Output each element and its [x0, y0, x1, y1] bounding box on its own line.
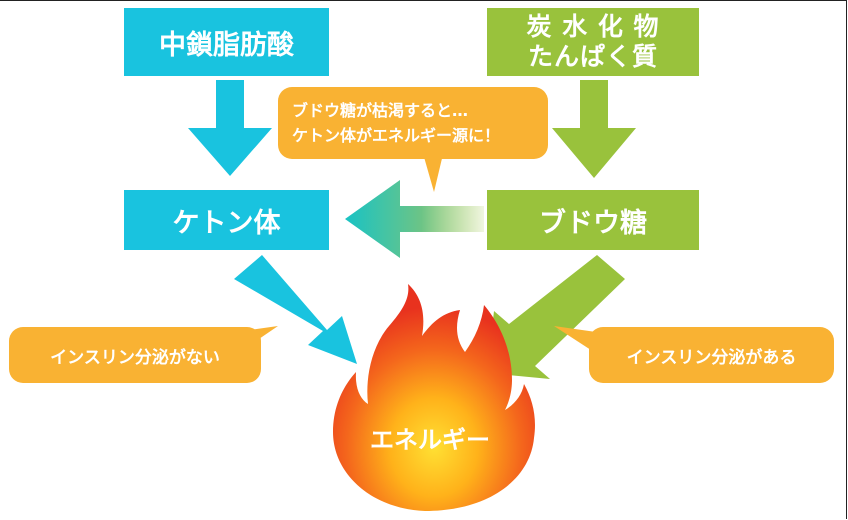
- ketone-label: ケトン体: [172, 207, 281, 239]
- glucose-label: ブドウ糖: [539, 207, 647, 239]
- flame-icon: [333, 284, 535, 511]
- arrow-mct-to-ketone: [188, 80, 272, 176]
- arrow-carbs-to-glucose: [552, 80, 636, 178]
- no-insulin-label: インスリン分泌がない: [50, 347, 220, 368]
- no-insulin-callout: インスリン分泌がない: [9, 327, 261, 383]
- insulin-callout: インスリン分泌がある: [589, 327, 834, 383]
- energy-label: エネルギー: [370, 426, 490, 454]
- arrow-glucose-to-energy: [487, 255, 625, 379]
- mct-label: 中鎖脂肪酸: [159, 29, 294, 61]
- depletion-line-1: ブドウ糖が枯渇すると…: [292, 101, 469, 120]
- arrow-glucose-to-ketone: [345, 180, 484, 258]
- depletion-callout: ブドウ糖が枯渇すると… ケトン体がエネルギー源に！: [278, 87, 548, 159]
- ketone-node: ケトン体: [124, 190, 329, 250]
- arrow-ketone-to-energy: [234, 255, 357, 364]
- glucose-node: ブドウ糖: [487, 190, 699, 250]
- depletion-line-2: ケトン体がエネルギー源に！: [292, 126, 501, 145]
- carbs-label: 炭 水 化 物: [526, 12, 660, 41]
- mct-node: 中鎖脂肪酸: [124, 8, 329, 76]
- protein-label: たんぱく質: [527, 42, 658, 71]
- bubble-top-tail: [422, 150, 444, 192]
- carbs-protein-node: 炭 水 化 物 たんぱく質: [487, 8, 699, 76]
- insulin-label: インスリン分泌がある: [626, 347, 797, 368]
- bubble-right-tail: [554, 326, 596, 352]
